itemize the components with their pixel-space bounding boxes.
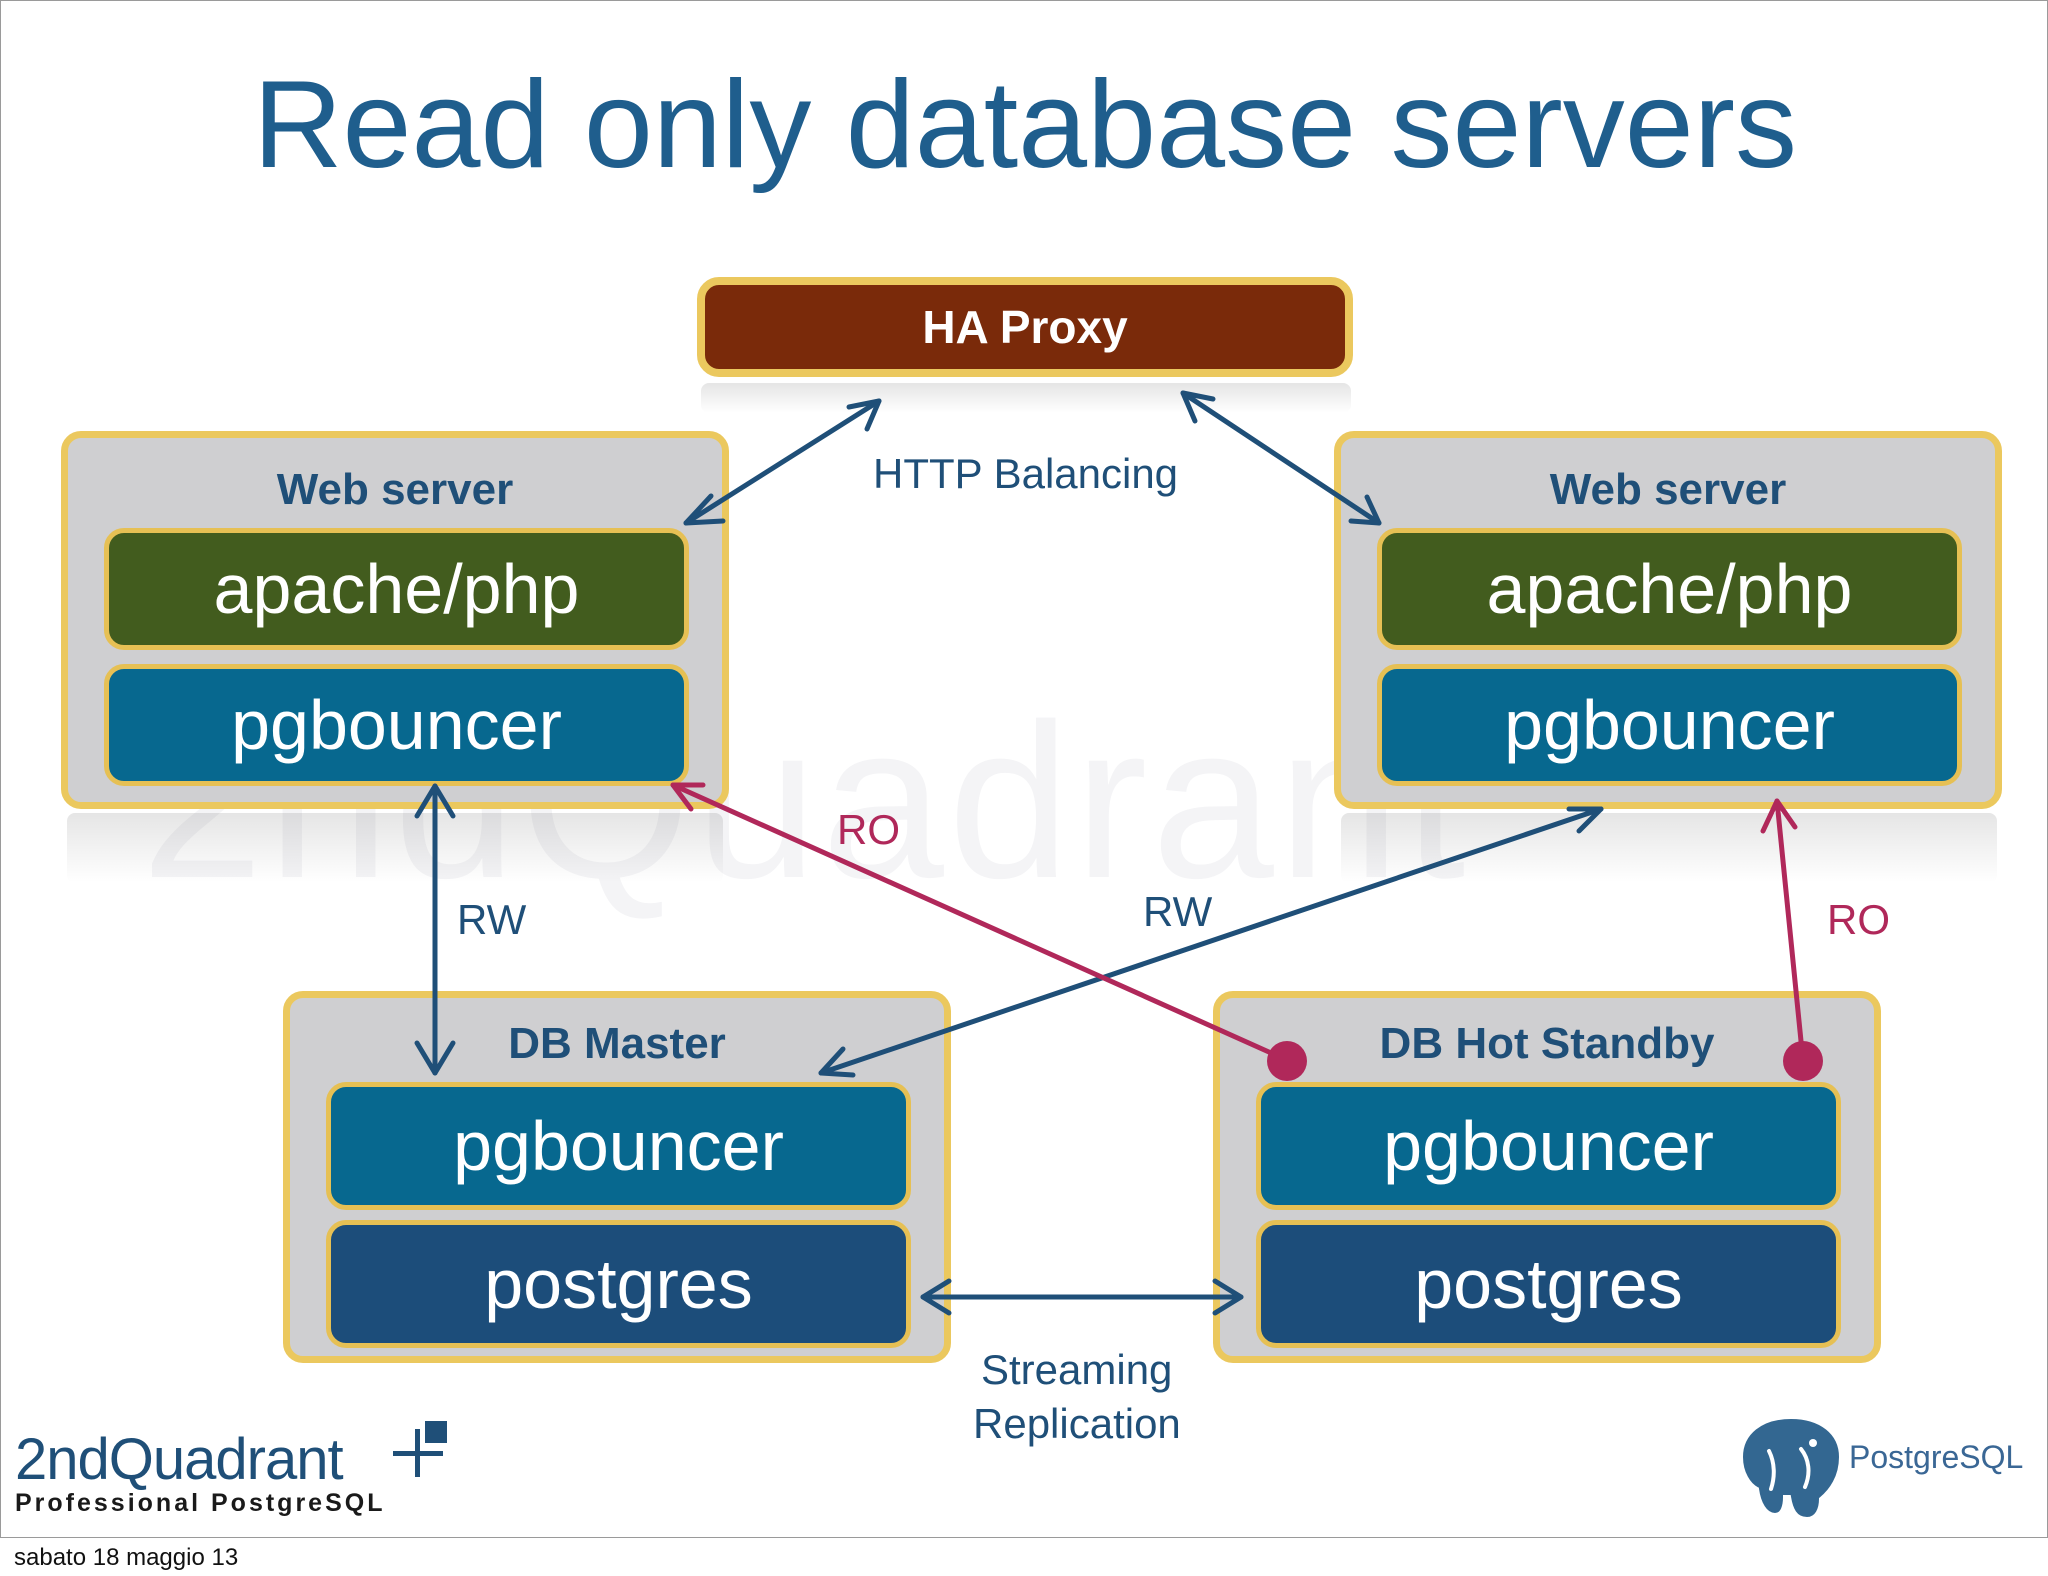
pgbouncer-layer: pgbouncer (1256, 1082, 1841, 1210)
apache-php-layer: apache/php (1377, 528, 1962, 650)
arrowhead-streaming-left (920, 1278, 952, 1316)
arrowhead-haproxy-right (1180, 390, 1216, 424)
arrowhead-rw-cross-bottom (818, 1046, 856, 1078)
web-server-right-reflection (1341, 813, 1997, 883)
web-server-left-reflection (67, 813, 723, 883)
pgbouncer-layer: pgbouncer (326, 1082, 911, 1210)
streaming-label-line2: Replication (973, 1400, 1181, 1447)
rw-label-left: RW (457, 896, 527, 943)
streaming-label-line1: Streaming (981, 1346, 1173, 1393)
rw-arrow-cross (818, 806, 1604, 1076)
ro-arrow-cross (670, 782, 1292, 1064)
web-server-left-title: Web server (276, 465, 514, 514)
http-balancing-label: HTTP Balancing (873, 450, 1179, 497)
postgres-layer: postgres (326, 1220, 911, 1348)
apache-php-layer: apache/php (104, 528, 689, 650)
arrowhead-web-left (683, 493, 726, 526)
arrowhead-web-right (1348, 494, 1382, 526)
http-arrow-right (1180, 390, 1382, 526)
arrowhead-haproxy-left (846, 398, 882, 432)
plus-icon (393, 1421, 447, 1477)
company-logo: 2ndQuadrant Professional PostgreSQL (15, 1431, 385, 1516)
ro-arrow-right (1774, 798, 1806, 1064)
web-server-right: Web server apache/php pgbouncer (1334, 431, 2002, 809)
db-master: DB Master pgbouncer postgres (283, 991, 951, 1363)
arrowhead-ro-right (1760, 798, 1798, 834)
rw-label-cross: RW (1143, 888, 1213, 935)
db-hot-standby-title: DB Hot Standby (1379, 1019, 1715, 1068)
ro-origin-dot-cross (1267, 1041, 1307, 1081)
postgresql-logo-text: PostgreSQL (1849, 1439, 2024, 1475)
postgresql-elephant-icon (1738, 1414, 1844, 1522)
pgbouncer-layer: pgbouncer (1377, 664, 1962, 786)
arrowhead-rw-left-top (414, 783, 456, 819)
ro-origin-dot-right (1783, 1041, 1823, 1081)
http-arrow-left (683, 398, 882, 526)
arrowhead-ro-cross (670, 782, 706, 812)
company-tagline: Professional PostgreSQL (15, 1489, 386, 1517)
footer-date: sabato 18 maggio 13 (14, 1544, 239, 1571)
company-name: 2ndQuadrant (15, 1427, 344, 1492)
db-master-title: DB Master (508, 1019, 726, 1068)
ro-label-right: RO (1827, 896, 1890, 943)
web-server-right-title: Web server (1549, 465, 1787, 514)
db-hot-standby: DB Hot Standby pgbouncer postgres (1213, 991, 1881, 1363)
ha-proxy-box: HA Proxy (697, 277, 1353, 377)
slide-title: Read only database servers (252, 56, 1797, 194)
arrowhead-rw-cross-top (1566, 806, 1604, 834)
connection-arrows (414, 390, 1823, 1316)
ro-label-cross: RO (837, 806, 900, 853)
ha-proxy-reflection (701, 383, 1351, 413)
arrowhead-streaming-right (1212, 1278, 1244, 1316)
web-server-left: Web server apache/php pgbouncer (61, 431, 729, 809)
pgbouncer-layer: pgbouncer (104, 664, 689, 786)
postgres-layer: postgres (1256, 1220, 1841, 1348)
arrowhead-rw-left-bottom (414, 1040, 456, 1076)
slide: 2ndQuadrant Read only database servers H… (0, 0, 2048, 1538)
